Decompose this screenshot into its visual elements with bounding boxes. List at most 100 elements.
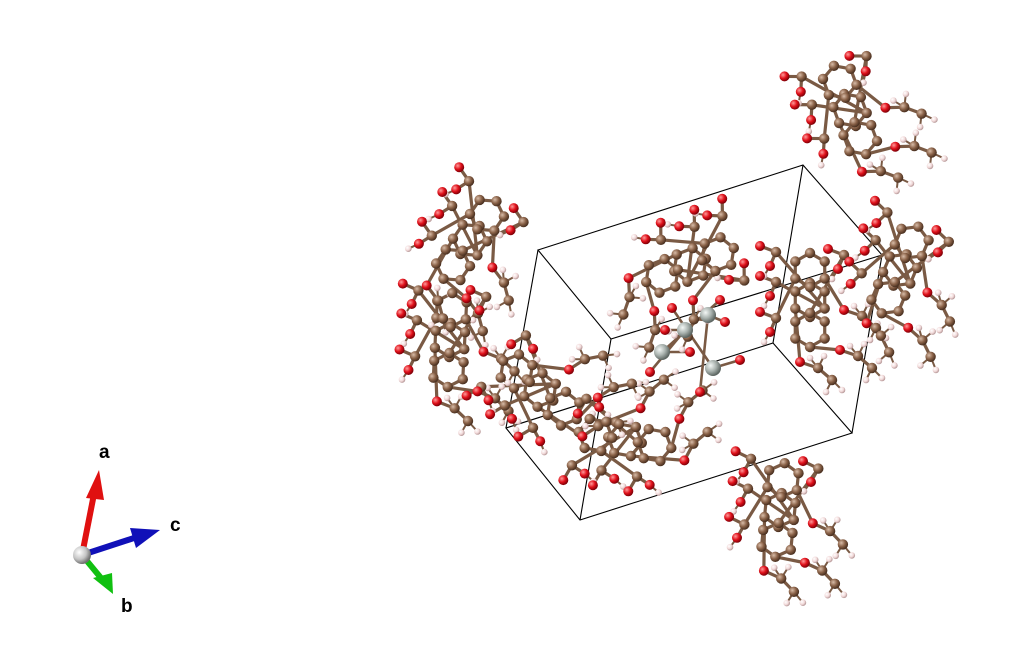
oxygen-atom [535, 436, 546, 447]
carbon-atom [608, 447, 620, 459]
hydrogen-atom [467, 334, 475, 341]
hydrogen-atom [893, 187, 900, 195]
oxygen-atom [674, 413, 685, 424]
hydrogen-atom [673, 405, 681, 412]
oxygen-atom [655, 217, 666, 228]
carbon-atom [899, 252, 911, 264]
carbon-atom [519, 391, 530, 402]
hydrogen-atom [458, 429, 465, 437]
carbon-atom [817, 73, 829, 85]
hydrogen-atom [642, 378, 650, 386]
carbon-atom [644, 386, 655, 397]
oxygen-atom [844, 256, 855, 267]
hydrogen-atom [613, 350, 621, 358]
carbon-atom [875, 165, 886, 177]
carbon-atom [913, 221, 924, 232]
hydrogen-atom [936, 326, 943, 334]
oxygen-atom [807, 518, 818, 529]
oxygen-atom [506, 339, 517, 350]
hydrogen-atom [834, 516, 841, 524]
carbon-atom [756, 541, 767, 552]
hydrogen-atom [917, 362, 924, 369]
carbon-atom [632, 437, 643, 448]
hydrogen-atom [934, 289, 942, 297]
carbon-atom [472, 224, 483, 235]
bond [685, 214, 725, 284]
carbon-atom [527, 422, 539, 433]
hydrogen-atom [846, 342, 854, 350]
hydrogen-atom [486, 303, 494, 311]
bond [823, 276, 846, 312]
carbon-atom [726, 259, 737, 270]
hydrogen-atom [606, 309, 614, 317]
carbon-atom [413, 285, 424, 296]
oxygen-atom [755, 271, 765, 281]
carbon-atom [860, 149, 872, 160]
carbon-atom [491, 196, 502, 207]
hydrogen-atom [434, 284, 441, 292]
hydrogen-atom [811, 556, 819, 564]
hydrogen-atom [878, 374, 886, 382]
carbon-atom [893, 306, 904, 317]
oxygen-atom [577, 431, 588, 442]
carbon-atom [607, 432, 618, 443]
carbon-atom [861, 50, 872, 62]
hydrogen-atom [632, 342, 639, 350]
carbon-atom [812, 362, 824, 374]
carbon-atom [489, 225, 500, 236]
carbon-atom [498, 277, 510, 288]
carbon-atom [566, 460, 578, 471]
carbon-atom [840, 92, 851, 104]
oxygen-atom [839, 305, 849, 315]
hydrogen-atom [679, 432, 686, 440]
carbon-atom [409, 351, 421, 362]
hydrogen-atom [891, 362, 898, 369]
carbon-atom [440, 244, 451, 255]
hydrogen-atom [618, 431, 626, 439]
metal-atom [700, 307, 716, 323]
carbon-atom [790, 303, 801, 314]
carbon-atom [916, 108, 927, 119]
oxygen-atom [451, 184, 462, 195]
carbon-atom [866, 294, 877, 305]
bond [512, 386, 535, 430]
carbon-atom [884, 251, 895, 262]
hydrogen-atom [783, 599, 790, 607]
carbon-atom [770, 312, 782, 324]
axis-a-shaft [79, 493, 97, 556]
hydrogen-atom [639, 295, 647, 302]
carbon-atom [739, 275, 750, 286]
oxygen-atom [623, 486, 634, 497]
carbon-atom [883, 347, 895, 358]
carbon-atom [923, 235, 934, 246]
carbon-atom [449, 403, 460, 414]
carbon-atom [838, 130, 849, 141]
bond [467, 179, 479, 257]
carbon-atom [520, 330, 532, 341]
hydrogen-atom [512, 272, 519, 280]
carbon-atom [579, 354, 591, 365]
bond [659, 238, 707, 246]
oxygen-atom [437, 187, 448, 197]
carbon-atom [638, 453, 649, 464]
bond [885, 210, 912, 286]
bond [822, 93, 831, 141]
oxygen-atom [724, 511, 735, 522]
oxygen-atom [871, 218, 882, 229]
hydrogen-atom [799, 599, 807, 606]
hydrogen-atom [658, 315, 665, 323]
hydrogen-atom [860, 79, 867, 86]
carbon-atom [624, 291, 635, 303]
oxygen-atom [795, 357, 805, 367]
carbon-atom [925, 351, 936, 362]
carbon-atom [877, 266, 889, 278]
oxygen-atom [856, 166, 867, 177]
hydrogen-atom [840, 591, 848, 599]
hydrogen-atom [800, 488, 808, 495]
carbon-atom [650, 324, 661, 336]
oxygen-atom [735, 355, 745, 365]
oxygen-atom [755, 241, 765, 251]
oxygen-atom [483, 395, 494, 406]
carbon-atom [826, 374, 838, 386]
